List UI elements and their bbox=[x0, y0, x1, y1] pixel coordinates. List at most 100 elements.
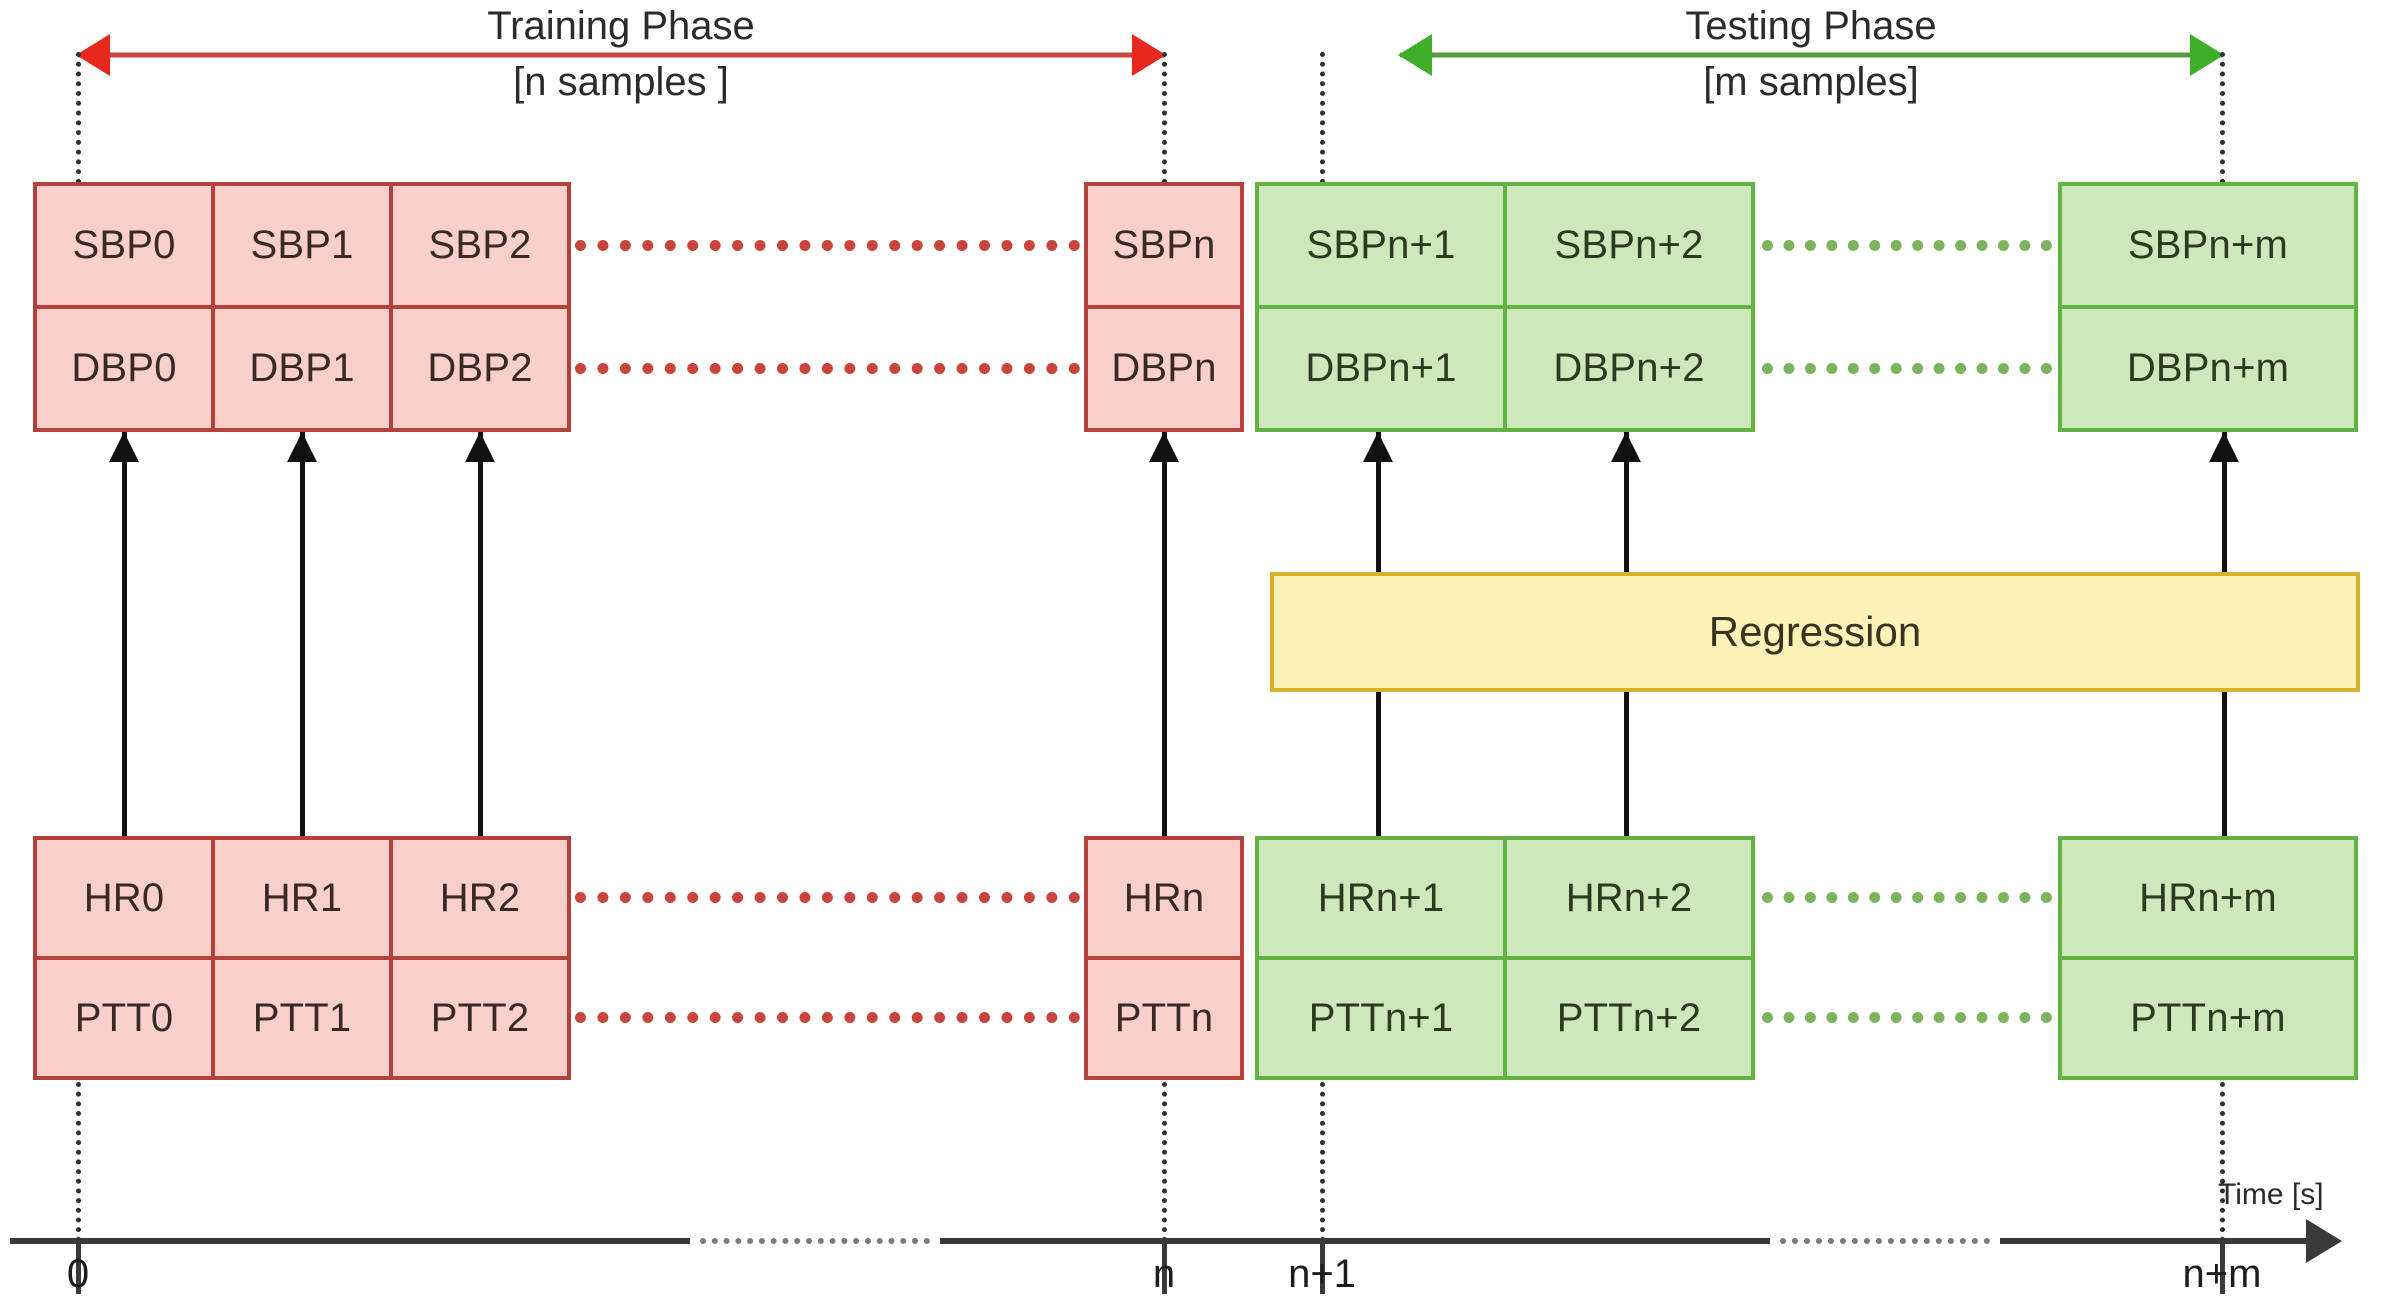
input-cell-hr-n: HRn bbox=[1084, 836, 1244, 960]
axis-tick-np1 bbox=[1320, 1238, 1325, 1294]
output-cell-dbp-nm: DBPn+m bbox=[2058, 305, 2358, 432]
guide-dotted-npm-bottom bbox=[2220, 1082, 2225, 1242]
cell-text: DBPn+2 bbox=[1553, 346, 1705, 390]
guide-dotted-0-bottom bbox=[76, 1082, 81, 1242]
arrow-shaft bbox=[2222, 432, 2227, 572]
time-axis-line bbox=[10, 1238, 2310, 1244]
input-hr-ellipsis-testing bbox=[1762, 892, 2052, 903]
testing-phase-label: Testing Phase bbox=[1685, 4, 1937, 48]
regression-box[interactable]: Regression bbox=[1270, 572, 2360, 692]
axis-tick-label-0: 0 bbox=[66, 1252, 90, 1296]
arrow-tip bbox=[2209, 432, 2239, 462]
guide-dotted-0-top bbox=[76, 52, 81, 184]
input-cell-ptt-nm: PTTn+m bbox=[2058, 956, 2358, 1080]
arrow-tip bbox=[109, 432, 139, 462]
cell-text: SBP0 bbox=[72, 223, 176, 267]
cell-text: HR0 bbox=[83, 875, 165, 920]
cell-text: SBPn+m bbox=[2127, 223, 2289, 267]
input-cell-hr-n1: HRn+1 bbox=[1255, 836, 1507, 960]
axis-tick-label-npm: n+m bbox=[2182, 1252, 2262, 1296]
cell-text: HRn+1 bbox=[1317, 875, 1445, 920]
input-ptt-ellipsis-training bbox=[575, 1012, 1080, 1023]
cell-text: DBPn+1 bbox=[1305, 346, 1457, 390]
output-dbp-ellipsis-training bbox=[575, 363, 1080, 374]
cell-text: PTT1 bbox=[252, 995, 352, 1040]
guide-dotted-np1-top bbox=[1320, 52, 1325, 184]
input-ptt-ellipsis-testing bbox=[1762, 1012, 2052, 1023]
output-sbp-ellipsis-training bbox=[575, 240, 1080, 251]
axis-break-dots-right bbox=[1780, 1238, 1990, 1244]
cell-text: PTT0 bbox=[74, 995, 174, 1040]
training-phase-label: Training Phase bbox=[487, 4, 755, 48]
cell-text: DBPn+m bbox=[2126, 346, 2290, 390]
output-cell-dbp-n1: DBPn+1 bbox=[1255, 305, 1507, 432]
time-axis-label: Time [s] bbox=[2218, 1178, 2324, 1211]
arrow-shaft bbox=[1162, 432, 1167, 836]
arrow-shaft bbox=[478, 432, 483, 836]
output-cell-sbp-n: SBPn bbox=[1084, 182, 1244, 309]
arrow-shaft bbox=[1376, 690, 1381, 836]
training-samples-label: [n samples ] bbox=[513, 60, 729, 104]
testing-span-bar bbox=[1400, 52, 2222, 58]
input-cell-hr-2: HR2 bbox=[389, 836, 571, 960]
input-cell-hr-n2: HRn+2 bbox=[1503, 836, 1755, 960]
cell-text: HRn bbox=[1123, 875, 1205, 920]
input-cell-ptt-2: PTT2 bbox=[389, 956, 571, 1080]
axis-tick-npm bbox=[2220, 1238, 2225, 1294]
cell-text: DBP2 bbox=[427, 346, 533, 390]
output-cell-dbp-0: DBP0 bbox=[33, 305, 215, 432]
input-cell-ptt-n1: PTTn+1 bbox=[1255, 956, 1507, 1080]
output-cell-sbp-1: SBP1 bbox=[211, 182, 393, 309]
guide-dotted-npm-top bbox=[2220, 52, 2225, 184]
time-axis-arrowhead bbox=[2306, 1219, 2342, 1263]
cell-text: PTT2 bbox=[430, 995, 530, 1040]
training-span-arrowhead-left bbox=[76, 34, 110, 76]
cell-text: SBPn bbox=[1112, 223, 1216, 267]
cell-text: HRn+m bbox=[2139, 875, 2277, 920]
input-cell-hr-1: HR1 bbox=[211, 836, 393, 960]
testing-span-arrowhead-left bbox=[1398, 34, 1432, 76]
cell-text: SBP1 bbox=[250, 223, 354, 267]
output-cell-sbp-nm: SBPn+m bbox=[2058, 182, 2358, 309]
axis-break-dots-left bbox=[700, 1238, 930, 1244]
output-cell-dbp-n2: DBPn+2 bbox=[1503, 305, 1755, 432]
arrow-shaft bbox=[300, 432, 305, 836]
output-cell-sbp-n1: SBPn+1 bbox=[1255, 182, 1507, 309]
cell-text: DBPn bbox=[1111, 346, 1217, 390]
output-cell-sbp-0: SBP0 bbox=[33, 182, 215, 309]
guide-dotted-n-top bbox=[1162, 52, 1167, 184]
arrow-tip bbox=[465, 432, 495, 462]
training-span-bar bbox=[78, 52, 1164, 58]
axis-tick-label-np1: n+1 bbox=[1288, 1252, 1356, 1296]
axis-tick-label-n: n bbox=[1152, 1252, 1176, 1296]
arrow-shaft bbox=[2222, 690, 2227, 836]
cell-text: PTTn+1 bbox=[1308, 995, 1454, 1040]
arrow-tip bbox=[1611, 432, 1641, 462]
cell-text: DBP0 bbox=[71, 346, 177, 390]
axis-tick-0 bbox=[76, 1238, 81, 1294]
arrow-shaft bbox=[1624, 690, 1629, 836]
cell-text: HR2 bbox=[439, 875, 521, 920]
arrow-tip bbox=[1149, 432, 1179, 462]
cell-text: SBPn+1 bbox=[1306, 223, 1456, 267]
input-cell-ptt-0: PTT0 bbox=[33, 956, 215, 1080]
output-cell-dbp-1: DBP1 bbox=[211, 305, 393, 432]
output-cell-sbp-n2: SBPn+2 bbox=[1503, 182, 1755, 309]
cell-text: PTTn bbox=[1114, 995, 1214, 1040]
axis-tick-n bbox=[1162, 1238, 1167, 1294]
cell-text: HR1 bbox=[261, 875, 343, 920]
input-cell-hr-nm: HRn+m bbox=[2058, 836, 2358, 960]
testing-span-arrowhead-right bbox=[2190, 34, 2224, 76]
arrow-shaft bbox=[1376, 432, 1381, 572]
testing-samples-label: [m samples] bbox=[1703, 60, 1919, 104]
input-hr-ellipsis-training bbox=[575, 892, 1080, 903]
cell-text: PTTn+2 bbox=[1556, 995, 1702, 1040]
input-cell-ptt-n: PTTn bbox=[1084, 956, 1244, 1080]
output-sbp-ellipsis-testing bbox=[1762, 240, 2052, 251]
cell-text: SBPn+2 bbox=[1554, 223, 1704, 267]
output-cell-sbp-2: SBP2 bbox=[389, 182, 571, 309]
guide-dotted-np1-bottom bbox=[1320, 1082, 1325, 1242]
regression-label: Regression bbox=[1708, 608, 1922, 655]
output-dbp-ellipsis-testing bbox=[1762, 363, 2052, 374]
